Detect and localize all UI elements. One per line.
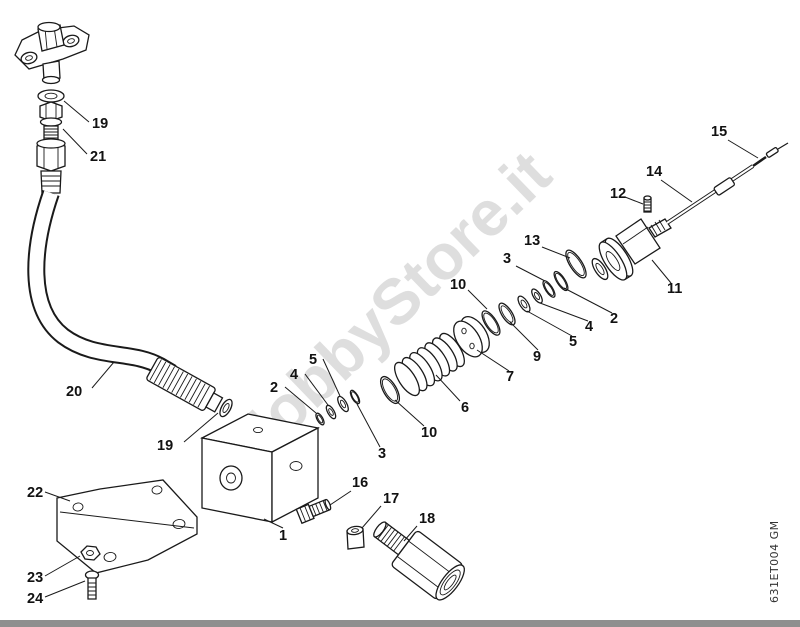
part-label-4-right: 4 [539, 302, 593, 335]
part-number: 17 [383, 491, 399, 507]
part-label-10-right: 10 [450, 277, 488, 310]
part-label-4-left: 4 [290, 367, 329, 406]
part-number: 20 [66, 384, 82, 400]
part-label-7: 7 [476, 349, 514, 385]
cable-end-15 [752, 142, 789, 168]
part-label-5-right: 5 [526, 310, 577, 350]
part-label-17: 17 [361, 491, 399, 529]
part-label-3-left: 3 [356, 403, 386, 462]
hose-20 [27, 138, 224, 413]
washer-4-left [325, 404, 337, 420]
part-number: 3 [503, 251, 511, 267]
part-label-10-left: 10 [394, 399, 437, 441]
washer-5-right [517, 295, 531, 313]
drawing-code: 631ET004 GM [768, 520, 781, 603]
part-number: 13 [524, 233, 540, 249]
part-number: 2 [610, 311, 618, 327]
part-number: 19 [157, 438, 173, 454]
part-label-11: 11 [651, 259, 682, 297]
part-number: 10 [450, 277, 466, 293]
rod-14 [665, 164, 755, 225]
ring-10-right [481, 310, 501, 336]
fitting-18 [373, 521, 465, 601]
part-label-18: 18 [403, 511, 435, 542]
part-label-3-right: 3 [503, 251, 546, 282]
washer-9 [498, 302, 516, 326]
valve-plate-7 [453, 316, 490, 358]
part-label-2-left: 2 [270, 380, 317, 414]
part-label-23: 23 [27, 555, 81, 586]
part-number: 15 [711, 124, 727, 140]
snap-ring-3-right [542, 280, 556, 298]
part-label-5-left: 5 [309, 352, 341, 397]
part-number: 5 [309, 352, 317, 368]
o-ring-13 [565, 249, 587, 279]
part-label-1: 1 [263, 518, 287, 544]
valve-block-1 [200, 413, 320, 524]
washer-5-left [337, 395, 349, 413]
nipple-16 [295, 498, 332, 525]
part-number: 3 [378, 446, 386, 462]
part-number: 7 [506, 369, 514, 385]
part-number: 5 [569, 334, 577, 350]
bracket-22 [56, 479, 198, 574]
part-label-16: 16 [329, 475, 368, 506]
seal-ring-2-right [553, 270, 569, 292]
valve-body-11 [591, 218, 672, 281]
part-number: 18 [419, 511, 435, 527]
part-number: 11 [667, 281, 682, 297]
part-label-2-right: 2 [563, 287, 618, 327]
banjo-flange-fitting [14, 21, 90, 85]
part-number: 14 [646, 164, 662, 180]
spring-6 [394, 332, 465, 397]
part-label-19-hose-end: 19 [157, 412, 219, 454]
part-label-19-top: 19 [63, 100, 108, 132]
washer-19-top [37, 89, 65, 103]
part-label-14: 14 [646, 164, 693, 203]
part-number: 19 [92, 116, 108, 132]
part-number: 22 [27, 485, 43, 501]
screw-12 [643, 195, 652, 213]
bottom-bar [0, 620, 800, 627]
part-label-22: 22 [27, 485, 71, 502]
part-number: 2 [270, 380, 278, 396]
part-number: 12 [610, 186, 626, 202]
part-number: 10 [421, 425, 437, 441]
part-number: 6 [461, 400, 469, 416]
part-label-6: 6 [435, 374, 469, 416]
part-label-20: 20 [66, 361, 115, 400]
fitting-21 [39, 101, 63, 141]
part-label-24: 24 [27, 580, 86, 607]
part-label-15: 15 [711, 124, 759, 159]
washer-19-hose-end [219, 398, 233, 418]
part-label-12: 12 [610, 186, 644, 205]
ring-10-left [379, 375, 401, 405]
part-number: 4 [290, 367, 298, 383]
part-number: 16 [352, 475, 368, 491]
part-label-13: 13 [524, 233, 571, 259]
nut-23 [80, 545, 101, 561]
part-number: 4 [585, 319, 593, 335]
part-label-9: 9 [509, 321, 541, 365]
washer-4-right [531, 288, 543, 304]
seal-ring-2-left [315, 412, 325, 426]
part-number: 1 [279, 528, 287, 544]
snap-ring-3-left [349, 389, 361, 405]
part-label-21: 21 [62, 128, 106, 165]
screw-24 [84, 570, 100, 600]
part-number: 21 [90, 149, 106, 165]
part-number: 9 [533, 349, 541, 365]
part-number: 23 [27, 570, 43, 586]
sleeve-17 [346, 525, 365, 550]
part-number: 24 [27, 591, 43, 607]
